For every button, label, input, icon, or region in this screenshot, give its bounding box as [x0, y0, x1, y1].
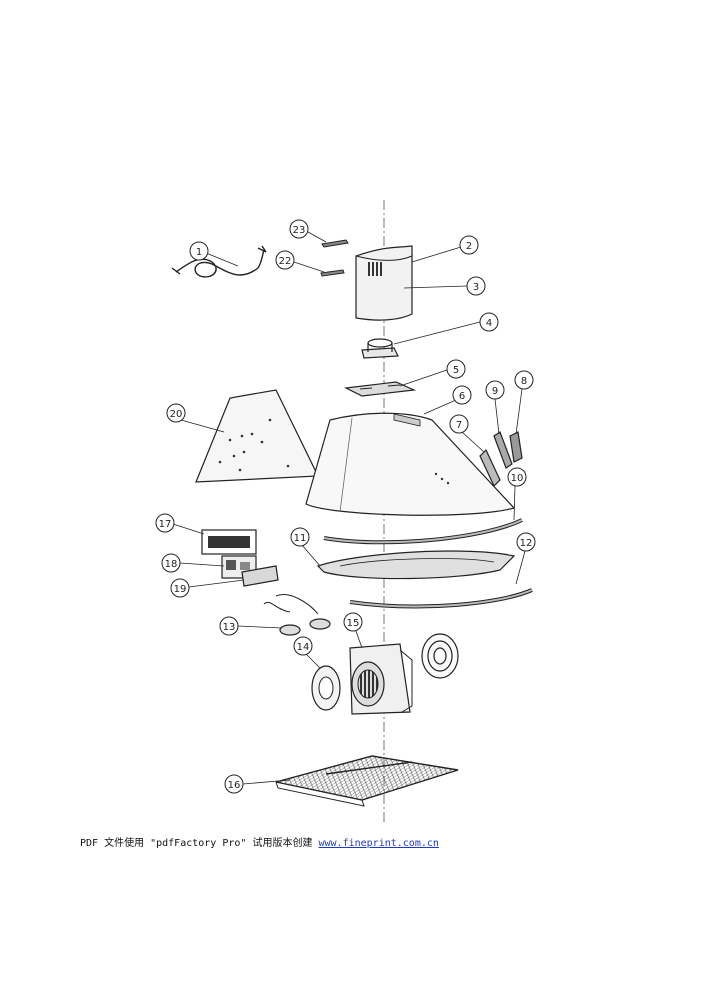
callout-10: 10 — [507, 467, 527, 521]
part-1-power-cable — [171, 245, 267, 278]
callout-2: 2 — [411, 235, 479, 263]
callout-label: 2 — [466, 241, 472, 252]
part-14-fan-ring — [311, 665, 341, 711]
callout-18: 18 — [161, 553, 225, 573]
callout-label: 6 — [459, 391, 465, 402]
callout-label: 19 — [174, 584, 187, 595]
callout-17: 17 — [155, 513, 205, 535]
callout-15: 15 — [343, 612, 363, 649]
pdf-watermark-footer: PDF 文件使用 "pdfFactory Pro" 试用版本创建 www.fin… — [80, 834, 439, 849]
callout-14: 14 — [293, 636, 321, 669]
callout-1: 1 — [189, 241, 239, 267]
part-13-lamps — [263, 594, 331, 636]
part-6-hood-canopy — [305, 412, 516, 516]
part-10-trim-strip — [323, 518, 523, 545]
callout-label: 5 — [453, 365, 459, 376]
callout-13: 13 — [219, 616, 283, 636]
callout-label: 16 — [228, 780, 241, 791]
callout-6: 6 — [423, 385, 472, 415]
part-17-light-panel — [201, 529, 257, 555]
callout-label: 9 — [492, 386, 498, 397]
callout-label: 18 — [165, 559, 178, 570]
callout-12: 12 — [515, 532, 536, 585]
part-12-trim-strip — [349, 588, 533, 609]
callout-label: 12 — [520, 538, 533, 549]
part-fan-guard — [421, 633, 459, 679]
callout-5: 5 — [399, 359, 466, 387]
callout-22: 22 — [275, 250, 325, 273]
part-19-transformer — [241, 565, 279, 587]
callout-label: 4 — [486, 318, 492, 329]
callout-label: 3 — [473, 282, 479, 293]
callout-label: 14 — [297, 642, 310, 653]
part-22-strip — [320, 269, 345, 277]
callout-label: 17 — [159, 519, 172, 530]
part-20-rear-panel — [195, 389, 319, 483]
part-9-switch — [493, 431, 513, 469]
callout-label: 11 — [294, 533, 307, 544]
callout-8: 8 — [514, 370, 534, 435]
part-23-strip — [321, 239, 349, 248]
callout-label: 22 — [279, 256, 292, 267]
callout-4: 4 — [393, 312, 499, 345]
callout-label: 23 — [293, 225, 306, 236]
callout-20: 20 — [166, 403, 225, 433]
callout-label: 15 — [347, 618, 360, 629]
callout-23: 23 — [289, 219, 327, 243]
callout-7: 7 — [449, 414, 485, 453]
part-11-bottom-tray — [316, 550, 516, 580]
callout-11: 11 — [290, 527, 321, 567]
callout-3: 3 — [403, 276, 486, 296]
part-4-duct-flange — [361, 338, 399, 359]
callout-label: 1 — [196, 247, 202, 258]
part-5-bracket — [343, 381, 417, 397]
part-8-control-board — [509, 431, 523, 463]
callout-label: 7 — [456, 420, 462, 431]
callout-9: 9 — [485, 380, 505, 435]
callout-16: 16 — [224, 774, 291, 794]
footer-text: PDF 文件使用 "pdfFactory Pro" 试用版本创建 — [80, 838, 319, 849]
callout-label: 8 — [521, 376, 527, 387]
callout-19: 19 — [170, 578, 245, 598]
part-16-grease-filter — [275, 755, 459, 807]
callout-label: 13 — [223, 622, 236, 633]
callout-label: 10 — [511, 473, 524, 484]
footer-link[interactable]: www.fineprint.com.cn — [318, 838, 439, 849]
callout-label: 20 — [170, 409, 183, 420]
part-2-3-upper-chimney — [355, 245, 413, 321]
part-15-blower-motor — [349, 643, 413, 715]
